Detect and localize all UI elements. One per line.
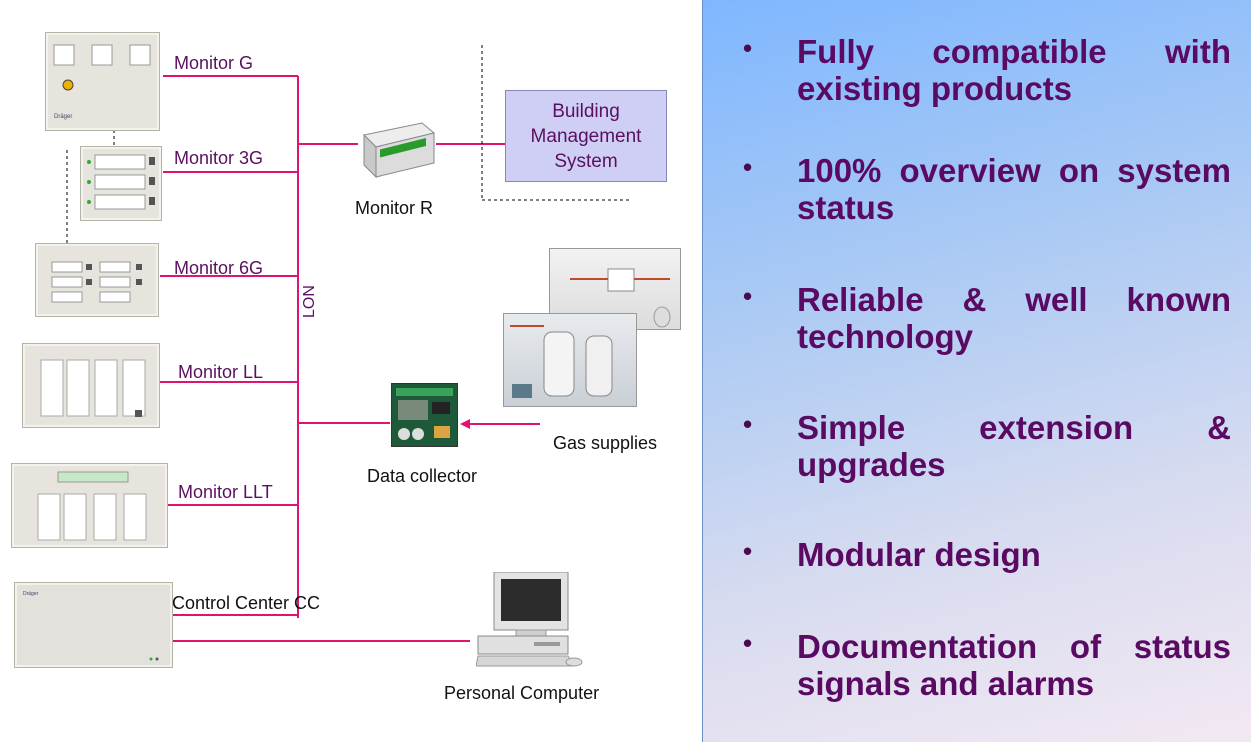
- control-center-label: Control Center CC: [172, 593, 321, 613]
- monitor-3g-face: [87, 154, 155, 210]
- bullet-dot: •: [743, 281, 753, 311]
- feature-text: Fully compatible with existing products: [797, 33, 1231, 107]
- svg-text:Dräger: Dräger: [54, 114, 72, 120]
- gas-supply-photo-back-art: [570, 268, 671, 328]
- feature-text: Reliable & well known technology: [797, 281, 1231, 355]
- bms-label: Building Management System: [530, 100, 642, 172]
- monitor-r-icon: [362, 122, 436, 179]
- monitor-6g-label: Monitor 6G: [174, 258, 264, 278]
- feature-text: 100% overview on system status: [797, 152, 1231, 226]
- feature-panel: • Fully compatible with existing product…: [702, 0, 1251, 742]
- data-collector-device: [391, 383, 458, 447]
- svg-text:Dräger: Dräger: [23, 591, 39, 597]
- personal-computer-icon: [475, 571, 583, 667]
- monitor-llt-device: [11, 463, 168, 548]
- bms-box: Building Management System: [505, 90, 667, 182]
- feature-text: Modular design: [797, 536, 1041, 573]
- monitor-6g-device: [35, 243, 159, 317]
- monitor-ll-device: [22, 343, 160, 428]
- data-collector-label: Data collector: [367, 466, 478, 486]
- feature-text: Simple extension & upgrades: [797, 409, 1231, 483]
- monitor-g-label: Monitor G: [174, 53, 254, 73]
- monitor-llt-face: [37, 471, 147, 541]
- monitor-llt-label: Monitor LLT: [178, 482, 273, 502]
- bullet-dot: •: [743, 536, 753, 566]
- data-collector-board: [396, 388, 453, 440]
- bullet-dot: •: [743, 152, 753, 182]
- gas-supply-photo-front: [503, 313, 637, 407]
- monitor-g-face: Dräger: [53, 44, 151, 120]
- control-center-face: Dräger: [23, 591, 159, 661]
- monitor-ll-label: Monitor LL: [178, 362, 264, 382]
- wiring: [66, 45, 630, 642]
- personal-computer-label: Personal Computer: [444, 683, 600, 703]
- feature-text: Documentation of status signals and alar…: [797, 628, 1231, 702]
- monitor-g-device: Dräger: [45, 32, 160, 131]
- monitor-3g-device: [80, 146, 162, 221]
- monitor-r-device: [358, 115, 436, 183]
- gas-supply-arrowhead: [460, 419, 470, 429]
- system-diagram: Dräger Monitor G Monitor 3G Monitor 6G: [11, 32, 681, 703]
- bullet-dot: •: [743, 409, 753, 439]
- gas-supply-photo-front-art: [510, 325, 613, 398]
- gas-supplies-label: Gas supplies: [553, 433, 658, 453]
- monitor-3g-label: Monitor 3G: [174, 148, 264, 168]
- monitor-r-label: Monitor R: [355, 198, 434, 218]
- bullet-dot: •: [743, 628, 753, 658]
- control-center-device: Dräger: [14, 582, 173, 668]
- bullet-dot: •: [743, 33, 753, 63]
- monitor-ll-face: [40, 359, 146, 417]
- lon-bus-label: LON: [301, 285, 318, 318]
- personal-computer-device: [475, 571, 588, 670]
- monitor-6g-face: [51, 261, 142, 303]
